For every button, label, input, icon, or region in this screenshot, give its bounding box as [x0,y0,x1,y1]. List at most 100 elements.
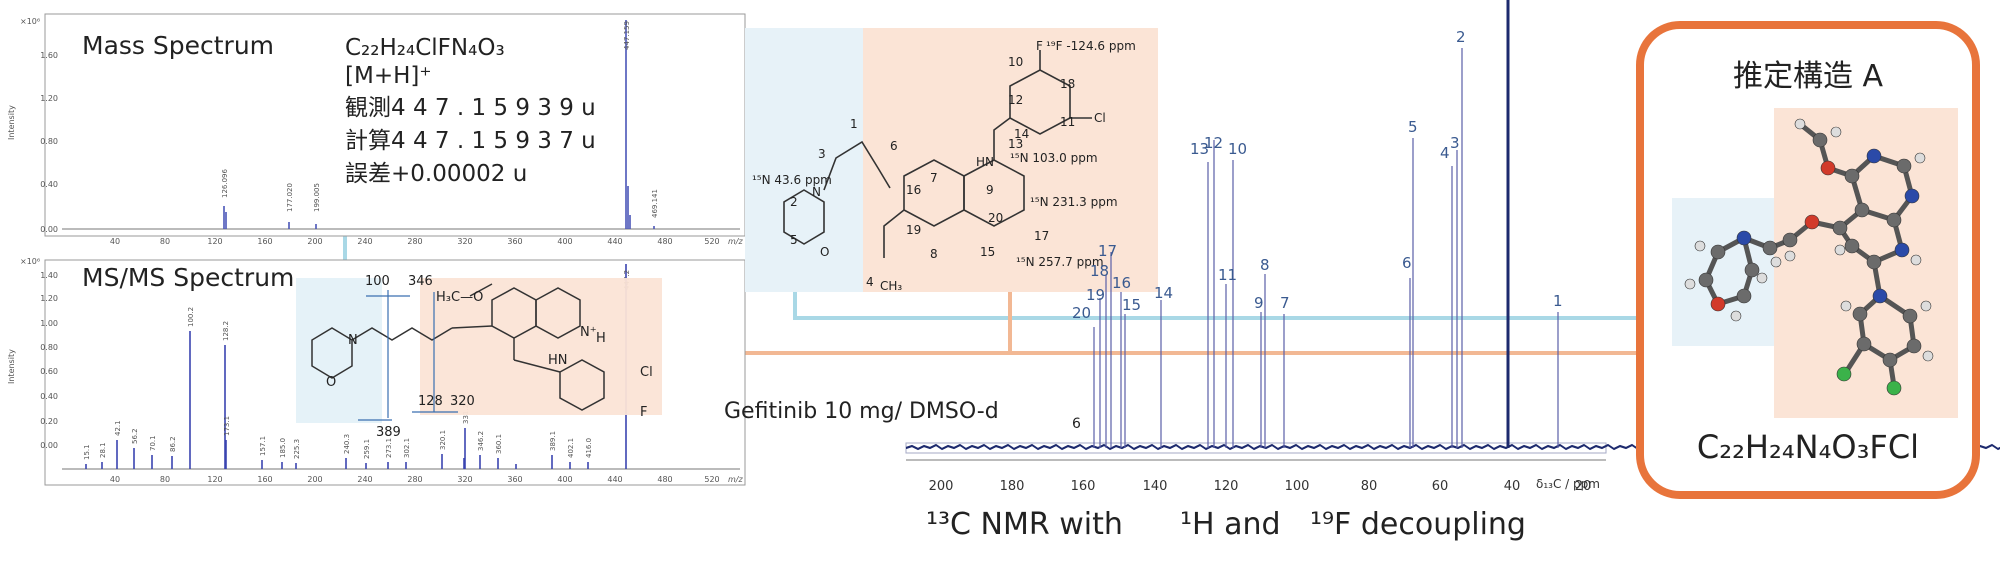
hrms-formula: C₂₂H₂₄ClFN₄O₃ [345,35,505,61]
svg-text:10: 10 [1008,55,1023,69]
svg-text:2: 2 [790,195,798,209]
svg-text:4: 4 [866,275,874,289]
nmr-peak-labels: 1 2 3 4 5 6 7 8 9 10 11 12 13 14 15 16 1… [1072,28,1563,322]
svg-text:520: 520 [704,475,719,484]
ball-and-stick-model [1684,118,1934,396]
svg-text:2: 2 [1456,28,1466,46]
svg-text:4: 4 [1440,144,1450,162]
svg-text:225.3: 225.3 [293,439,301,459]
svg-text:¹³C NMR with: ¹³C NMR with [926,507,1123,542]
svg-text:185.0: 185.0 [279,438,287,458]
svg-text:80: 80 [160,475,170,484]
n15-257: ¹⁵N 257.7 ppm [1016,255,1104,269]
f19-shift: ¹⁹F -124.6 ppm [1046,39,1136,53]
svg-text:40: 40 [110,237,120,246]
nmr-spectrum: Gefitinib 10 mg/ DMSO-d 6 [724,0,2000,542]
svg-text:1.00: 1.00 [40,319,58,328]
svg-text:14: 14 [1154,284,1173,302]
svg-text:160: 160 [257,475,272,484]
nmr-x-unit: δ₁₃C / ppm [1536,477,1600,491]
mass-y-ticks: 1.60 1.20 0.80 0.40 0.00 [40,51,58,234]
svg-text:200: 200 [307,475,322,484]
svg-text:140: 140 [1143,479,1168,494]
svg-text:0.80: 0.80 [40,137,58,146]
svg-text:480: 480 [657,237,672,246]
svg-text:469.141: 469.141 [651,189,659,218]
structure-ch3: CH₃ [880,279,902,293]
svg-text:20: 20 [1575,479,1592,494]
svg-text:320: 320 [457,237,472,246]
svg-text:9: 9 [1254,294,1264,312]
svg-text:3: 3 [1450,134,1460,152]
svg-text:19: 19 [906,223,921,237]
svg-text:177.020: 177.020 [286,183,294,212]
svg-text:8: 8 [930,247,938,261]
svg-text:199.005: 199.005 [313,183,321,212]
svg-text:10: 10 [1228,140,1247,158]
hrms-ion: [M+H]⁺ [345,63,432,89]
svg-text:11: 11 [1060,115,1075,129]
svg-text:19: 19 [1086,286,1105,304]
svg-text:346.2: 346.2 [477,431,485,451]
mass-x-unit: m/z [728,237,743,246]
mass-peak-labels: 126.096 177.020 199.005 447.159 469.141 [221,21,659,218]
msms-spectrum-panel: MS/MS Spectrum ×10⁶ Intensity 1.40 1.20 … [7,257,746,486]
svg-text:1.20: 1.20 [40,294,58,303]
svg-text:389.1: 389.1 [549,431,557,451]
svg-text:7: 7 [930,171,938,185]
svg-text:157.1: 157.1 [259,436,267,456]
svg-text:15: 15 [1122,296,1141,314]
nmr-sample-sub: 6 [1072,416,1081,432]
nmr-peaks [1093,48,1559,448]
svg-text:280: 280 [407,237,422,246]
svg-text:18: 18 [1090,262,1109,280]
svg-text:6: 6 [1402,254,1412,272]
svg-text:0.20: 0.20 [40,417,58,426]
svg-text:173.1: 173.1 [223,416,231,436]
svg-text:447.159: 447.159 [623,21,631,50]
svg-text:3: 3 [818,147,826,161]
mass-peaks [223,20,655,229]
svg-text:1: 1 [1553,292,1563,310]
svg-text:440: 440 [607,237,622,246]
estimated-title: 推定構造 A [1733,59,1884,94]
svg-text:1.40: 1.40 [40,271,58,280]
frag-389: 389 [376,425,401,440]
svg-text:7: 7 [1280,294,1290,312]
svg-text:42.1: 42.1 [114,420,122,436]
svg-text:120: 120 [207,237,222,246]
svg-text:12: 12 [1008,93,1023,107]
svg-text:128.2: 128.2 [222,321,230,341]
svg-text:20: 20 [988,211,1003,225]
svg-text:0.00: 0.00 [40,225,58,234]
frag-n: N [348,333,358,348]
svg-text:17: 17 [1098,242,1117,260]
svg-text:0.80: 0.80 [40,343,58,352]
svg-text:28.1: 28.1 [99,442,107,458]
frag-nh: HN [548,353,568,368]
estimated-formula: C₂₂H₂₄N₄O₃FCl [1697,428,1919,466]
svg-text:13: 13 [1190,140,1209,158]
svg-text:360: 360 [507,237,522,246]
frag-128: 128 [418,394,443,409]
msms-y-ticks: 1.40 1.20 1.00 0.80 0.60 0.40 0.20 0.00 [40,271,58,450]
svg-text:80: 80 [1361,479,1378,494]
msms-x-ticks: 40 80 120 160 200 240 280 320 360 400 44… [110,475,720,484]
msms-y-exp: ×10⁶ [20,257,40,266]
svg-text:0.40: 0.40 [40,180,58,189]
frag-h3co: H₃C—O [436,290,483,305]
mass-y-label: Intensity [7,105,16,140]
assigned-structure: 1 2 3 4 5 6 7 8 9 10 11 12 13 14 15 16 1… [745,28,1158,293]
nmr-caption: ¹³C NMR with ¹H and ¹⁹F decoupling [926,507,1526,542]
svg-text:1.20: 1.20 [40,94,58,103]
frag-346: 346 [408,274,433,289]
svg-text:13: 13 [1008,137,1023,151]
svg-text:60: 60 [1432,479,1449,494]
svg-text:400: 400 [557,237,572,246]
n15-231: ¹⁵N 231.3 ppm [1030,195,1118,209]
svg-text:0.00: 0.00 [40,441,58,450]
hrms-observed: 観測4 4 7 . 1 5 9 3 9 u [345,95,596,121]
svg-text:416.0: 416.0 [585,438,593,458]
svg-text:120: 120 [207,475,222,484]
svg-text:320: 320 [457,475,472,484]
